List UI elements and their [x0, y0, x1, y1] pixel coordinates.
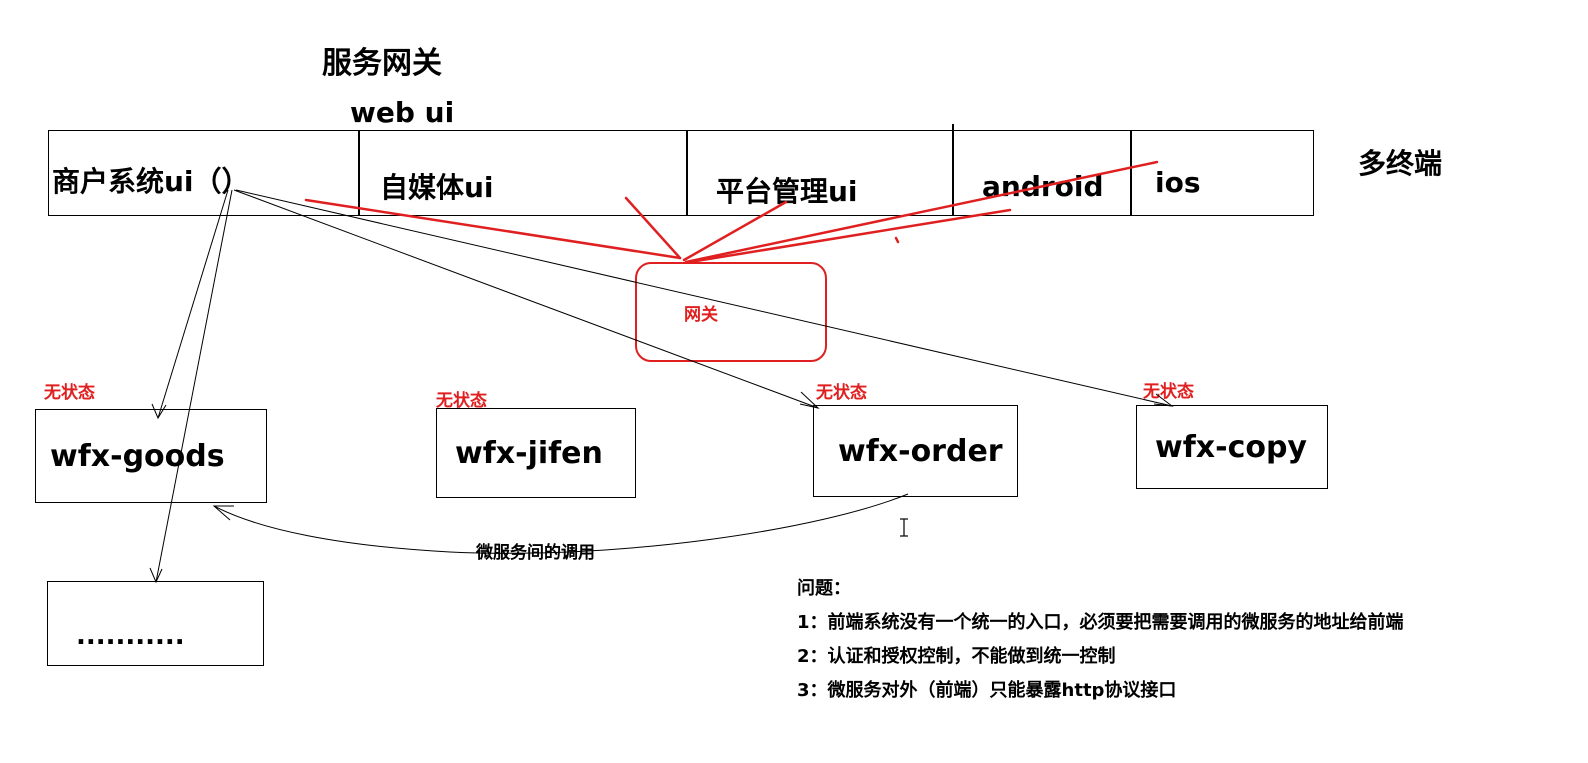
terminal-ios: ios [1155, 166, 1201, 199]
service-box-wfx-order: wfx-order [813, 405, 1018, 497]
terminal-self-media-ui: 自媒体ui [380, 171, 494, 204]
arrow-goods [151, 403, 167, 420]
black-direct-lines [149, 189, 1174, 584]
arrow-order [799, 391, 820, 409]
stateless-label-copy: 无状态 [1143, 382, 1194, 402]
line-to-copy [235, 189, 1173, 407]
service-label-more: ........... [76, 621, 185, 651]
line-to-order [233, 189, 819, 409]
diagram-title: 服务网关 [322, 46, 442, 81]
stateless-label-order: 无状态 [816, 383, 867, 403]
red-line-ios [684, 160, 1159, 264]
service-label-wfx-copy: wfx-copy [1155, 429, 1307, 465]
red-line-self-media [624, 196, 682, 260]
cell-divider [952, 124, 954, 216]
problems-list: 问题： 1：前端系统没有一个统一的入口，必须要把需要调用的微服务的地址给前端 2… [797, 572, 1404, 708]
red-line-merchant [304, 198, 682, 260]
arrow-more [149, 567, 163, 584]
service-label-wfx-order: wfx-order [838, 433, 1003, 469]
terminal-merchant-ui: 商户系统ui（） [52, 165, 250, 198]
line-to-goods [157, 189, 229, 419]
service-box-wfx-copy: wfx-copy [1136, 405, 1328, 489]
stateless-label-jifen: 无状态 [436, 391, 487, 411]
problem-item: 3：微服务对外（前端）只能暴露http协议接口 [797, 680, 1177, 701]
inter-service-curve [213, 493, 909, 554]
gateway-label: 网关 [684, 305, 718, 325]
stateless-label-goods: 无状态 [44, 383, 95, 403]
problems-heading: 问题： [797, 578, 851, 599]
text-cursor-icon [900, 518, 908, 537]
gateway-box [635, 262, 827, 362]
cell-divider [358, 130, 360, 216]
red-gateway-lines [304, 160, 1159, 264]
cell-divider [1130, 130, 1132, 216]
red-line-platform [682, 200, 788, 262]
cell-divider [686, 130, 688, 216]
web-ui-label: web ui [350, 96, 455, 129]
arrow-copy [1153, 393, 1174, 407]
multi-terminal-label: 多终端 [1358, 147, 1443, 180]
red-line-android [688, 208, 1012, 264]
service-label-wfx-goods: wfx-goods [50, 438, 225, 474]
arrow-inter-service [212, 505, 234, 521]
line-to-more [155, 189, 233, 583]
terminals-bar [48, 130, 1314, 216]
problem-item: 1：前端系统没有一个统一的入口，必须要把需要调用的微服务的地址给前端 [797, 612, 1404, 633]
red-mark [894, 236, 900, 244]
service-label-wfx-jifen: wfx-jifen [455, 435, 603, 471]
service-box-wfx-goods: wfx-goods [35, 409, 267, 503]
service-box-wfx-jifen: wfx-jifen [436, 408, 636, 498]
problem-item: 2：认证和授权控制，不能做到统一控制 [797, 646, 1116, 667]
